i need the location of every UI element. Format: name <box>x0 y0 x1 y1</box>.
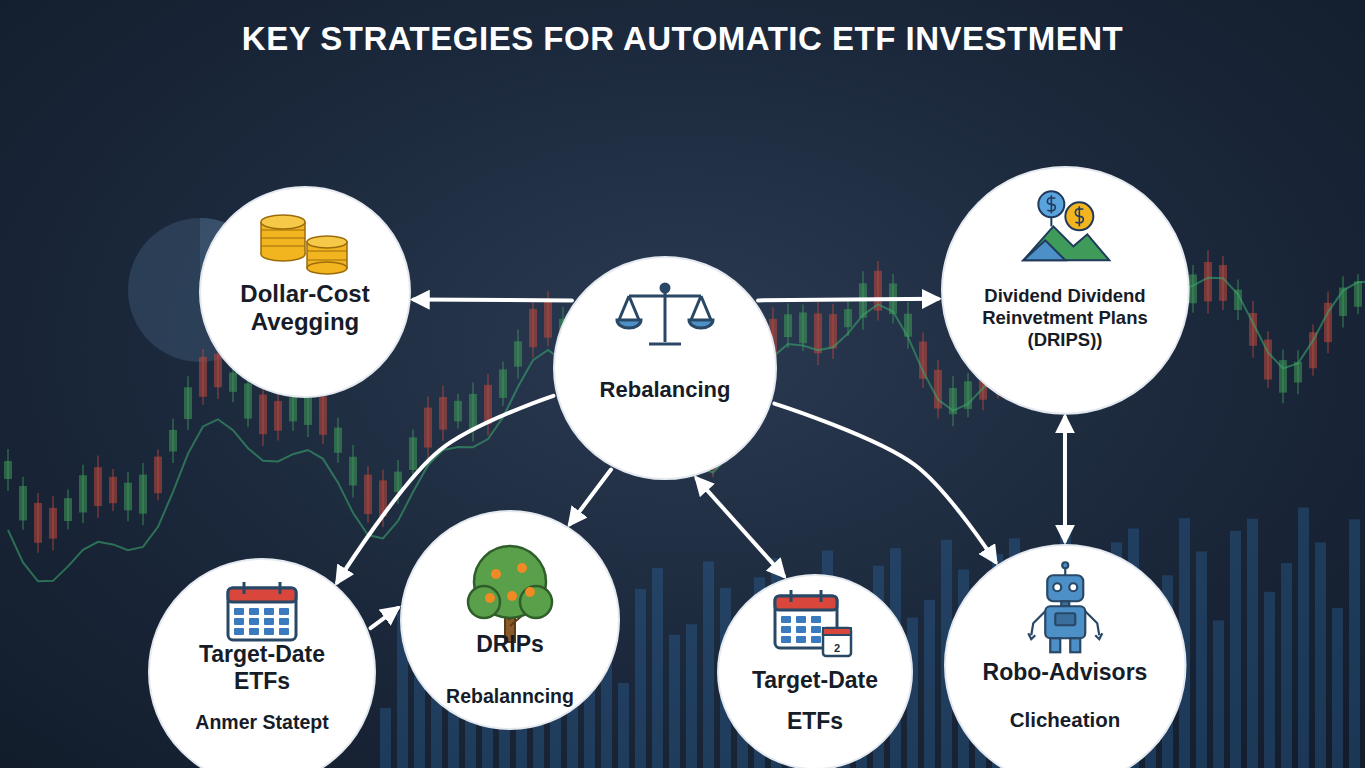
strategy-name: Dividend Dividend Reinvetment Plans (DRI… <box>962 285 1167 350</box>
volume-bars <box>380 508 1365 768</box>
strategy-name: Target-Date ETFs <box>187 641 337 695</box>
strategy-circle: Dollar-Cost Avegging <box>199 186 411 398</box>
connector-arrow <box>370 608 397 628</box>
strategy-icon <box>228 582 296 640</box>
connector-arrow <box>697 479 784 576</box>
strategy-icon <box>775 590 851 656</box>
strategy-subtitle: Clicheation <box>970 708 1160 732</box>
strategy-icon <box>1028 562 1102 652</box>
connector-arrow <box>570 470 611 525</box>
strategy-circle: Target-DateETFs <box>717 574 913 768</box>
circle-outline <box>944 544 1187 768</box>
strategy-circle: Robo-AdvisorsClicheation <box>944 544 1187 768</box>
strategy-circle: Dividend Dividend Reinvetment Plans (DRI… <box>941 166 1190 415</box>
connector-arrow <box>414 298 572 303</box>
strategy-icon <box>617 284 713 344</box>
strategy-subtitle: Rebalanncing <box>420 685 600 708</box>
strategy-name: Robo-Advisors <box>970 659 1160 686</box>
connector-arrow <box>774 404 995 562</box>
strategy-icon <box>261 215 347 274</box>
connector-arrow <box>758 299 938 301</box>
strategy-circle: Rebalancing <box>553 256 777 480</box>
strategy-circle: DRIPsRebalanncing <box>400 510 620 730</box>
strategy-name: Rebalancing <box>570 377 760 403</box>
strategy-icon <box>1023 191 1109 260</box>
strategy-name: Dollar-Cost Avegging <box>225 280 385 337</box>
strategy-subtitle: Anmer Statept <box>167 711 357 734</box>
calendar-number: 2 <box>834 642 840 654</box>
diagram-title: KEY STRATEGIES FOR AUTOMATIC ETF INVESTM… <box>0 20 1365 58</box>
strategy-name: DRIPs <box>435 631 585 658</box>
strategy-subtitle: ETFs <box>755 708 875 735</box>
strategy-name: Target-Date <box>730 667 900 694</box>
circle-outline <box>553 256 777 480</box>
strategy-icon <box>468 546 552 642</box>
strategy-circle: Target-Date ETFsAnmer Statept <box>148 558 376 768</box>
connector-arrow <box>1063 417 1067 540</box>
